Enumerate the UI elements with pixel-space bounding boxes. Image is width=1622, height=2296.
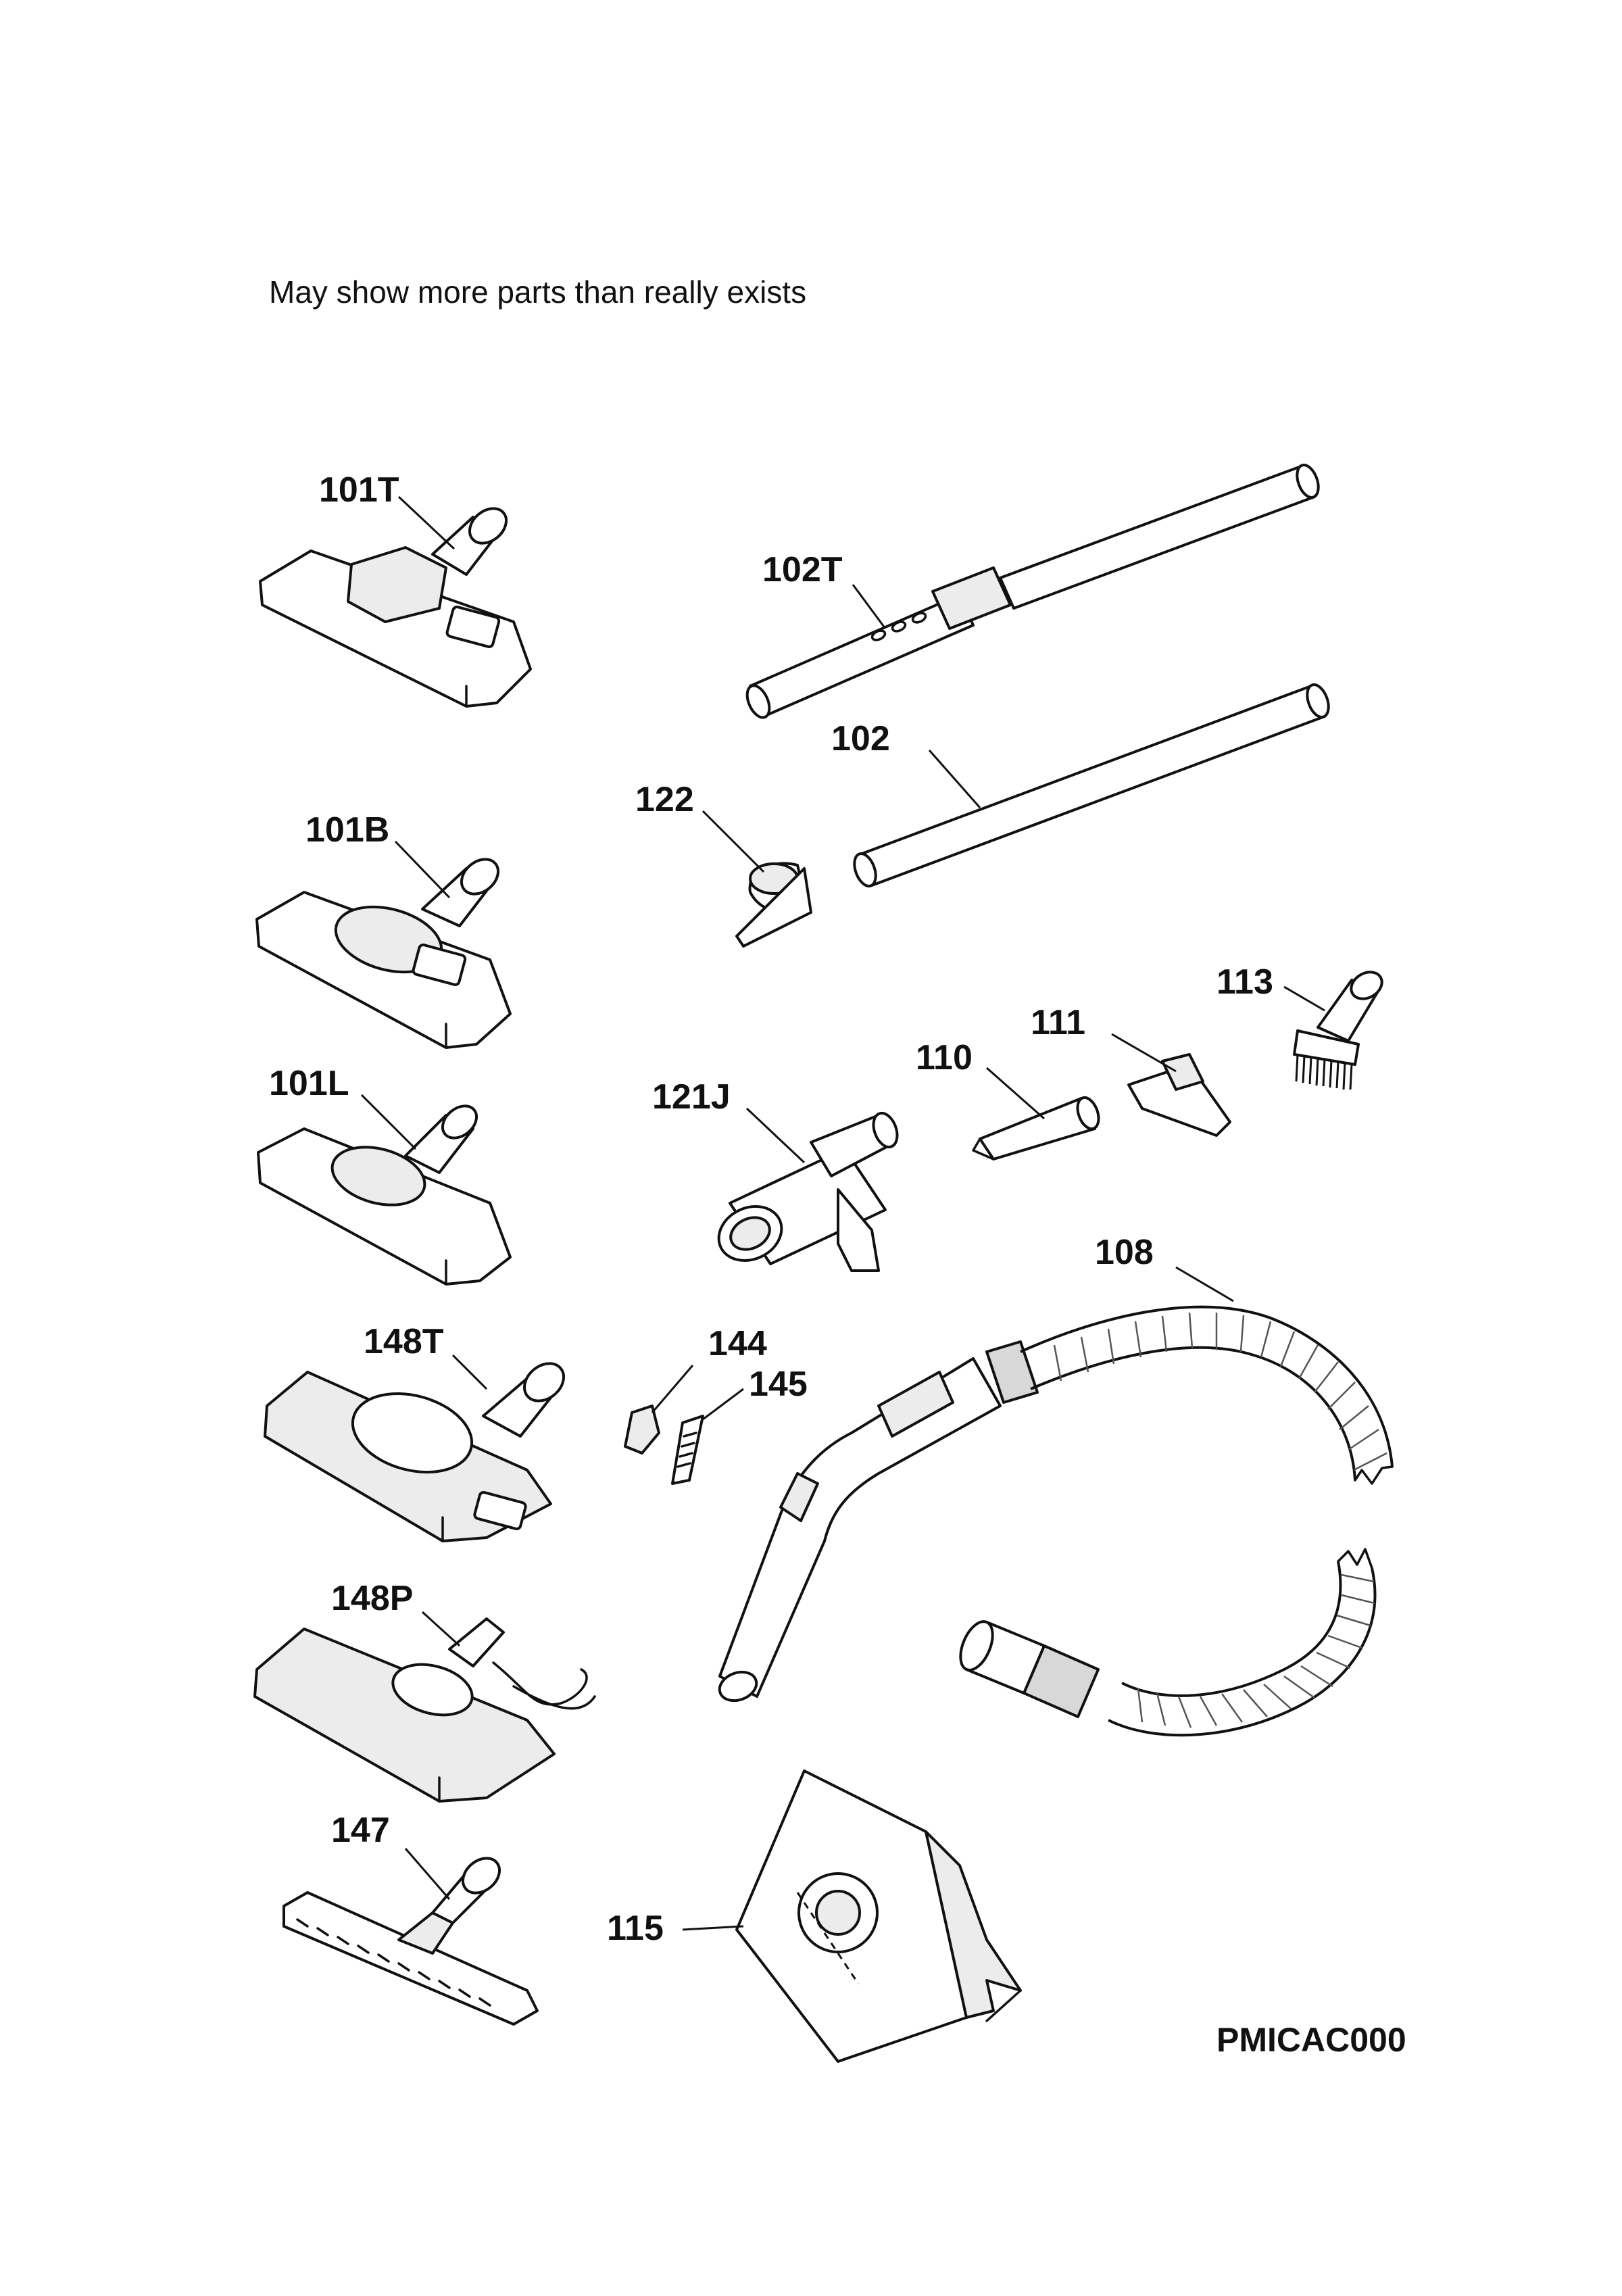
part-label: 145 — [749, 1365, 808, 1404]
part-label: 102T — [762, 550, 843, 589]
part-label: 108 — [1095, 1233, 1154, 1272]
part-148p-power-nozzle-icon — [253, 1611, 596, 1803]
part-label: 101L — [269, 1064, 349, 1103]
part-110-crevice-tool-icon — [972, 1067, 1100, 1161]
part-145-filter-grille-icon — [671, 1388, 744, 1485]
part-101t-floor-nozzle-icon — [259, 495, 532, 708]
part-101l-floor-nozzle-icon — [257, 1094, 512, 1286]
part-111-upholstery-nozzle-icon — [1111, 1033, 1231, 1137]
part-label: 148P — [331, 1579, 413, 1618]
part-144-small-clip-icon — [624, 1365, 694, 1455]
part-label: 121J — [652, 1077, 731, 1117]
part-113-dusting-brush-icon — [1283, 971, 1383, 1090]
part-115-dust-bag-icon — [682, 1769, 1022, 2063]
disclaimer-note: May show more parts than really exists — [269, 274, 806, 310]
part-102-extension-tube-icon — [853, 683, 1330, 887]
part-label: 147 — [331, 1811, 390, 1850]
part-label: 101T — [319, 470, 399, 510]
part-label: 144 — [708, 1324, 767, 1363]
part-121j-hose-connector-icon — [717, 1107, 899, 1272]
part-148t-turbo-nozzle-icon — [264, 1354, 565, 1542]
part-108-hose-handle-icon — [718, 1266, 1394, 1737]
part-label: 101B — [305, 810, 389, 850]
diagram-code: PMICAC000 — [1216, 2021, 1406, 2059]
part-101b-floor-nozzle-icon — [255, 840, 512, 1049]
part-label: 102 — [831, 719, 890, 758]
part-label: 110 — [916, 1038, 973, 1077]
part-label: 122 — [635, 780, 694, 819]
part-label: 148T — [364, 1322, 444, 1361]
part-122-tool-clip-icon — [702, 810, 812, 948]
part-label: 115 — [607, 1909, 664, 1948]
part-label: 113 — [1216, 962, 1273, 1002]
part-label: 111 — [1031, 1003, 1085, 1042]
part-147-parquet-brush-icon — [282, 1848, 539, 2026]
part-102t-telescopic-tube-icon — [745, 464, 1320, 719]
